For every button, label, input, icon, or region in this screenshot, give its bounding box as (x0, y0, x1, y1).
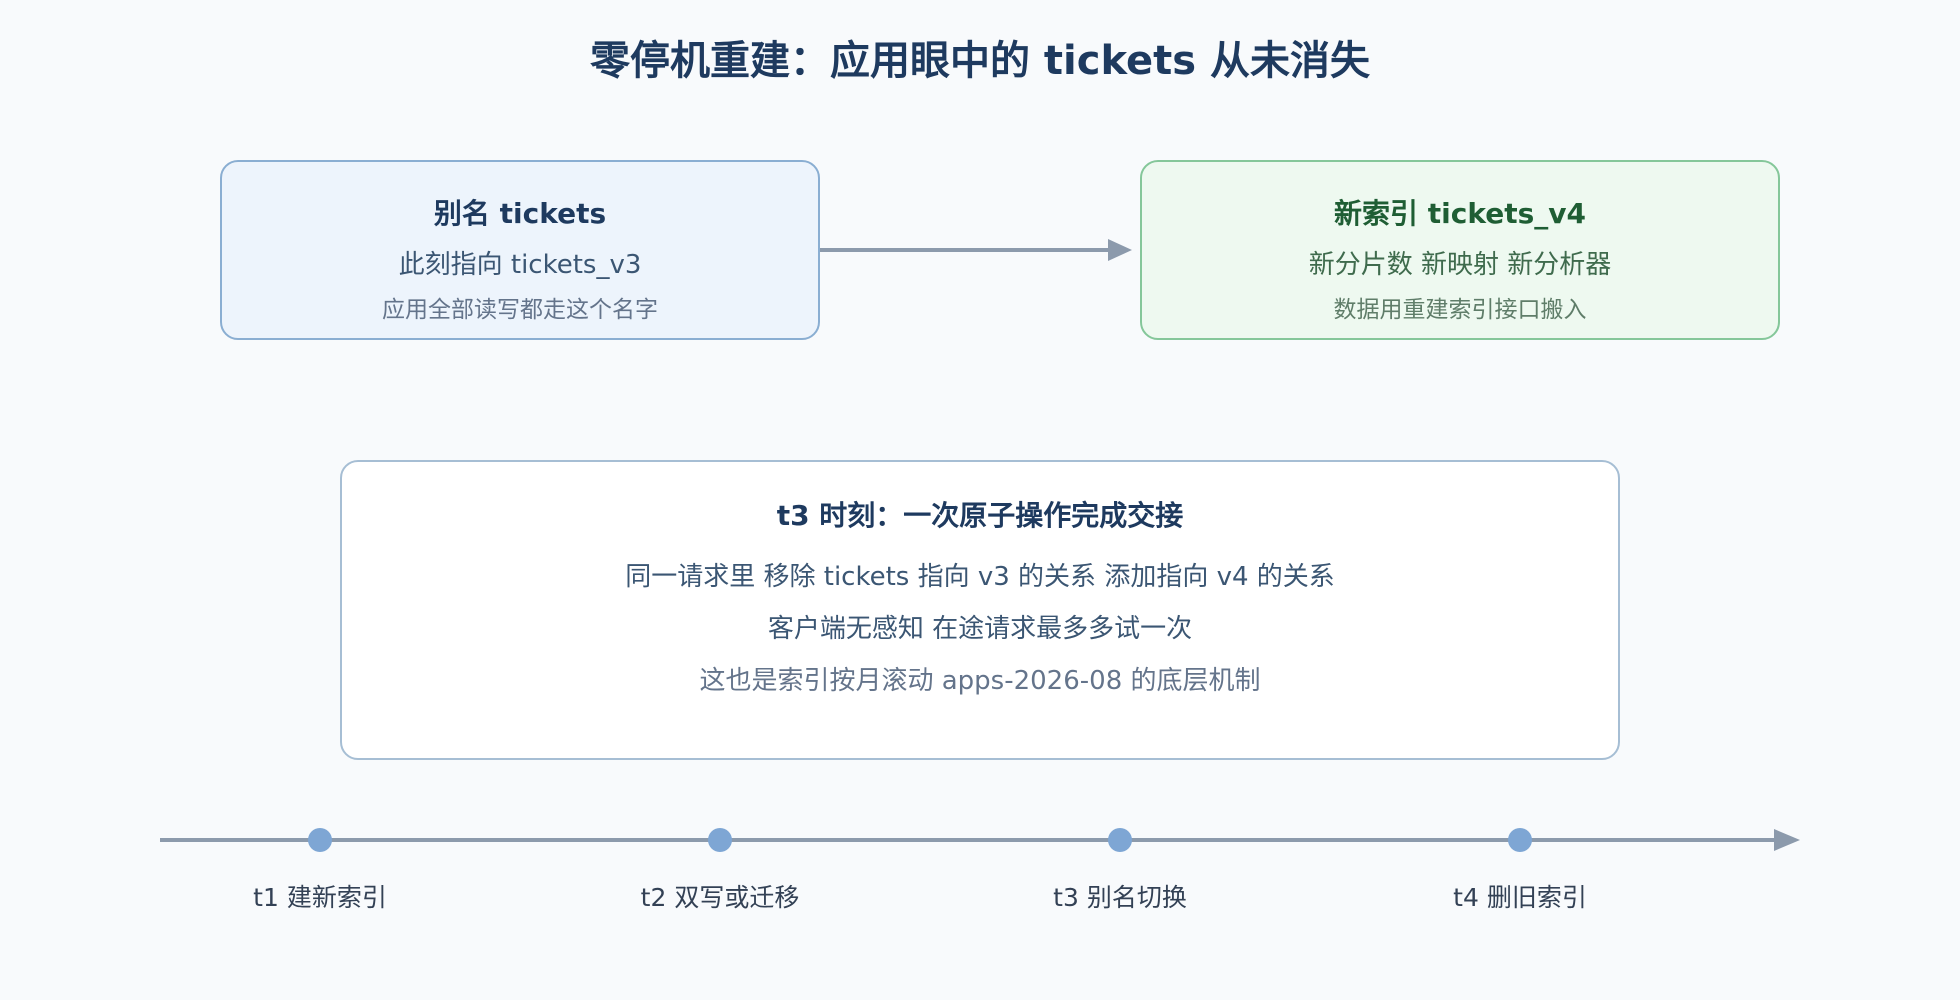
new-index-box-title: 新索引 tickets_v4 (1334, 197, 1586, 230)
alias-box-note: 应用全部读写都走这个名字 (382, 297, 658, 323)
atomic-swap-title: t3 时刻：一次原子操作完成交接 (776, 499, 1184, 532)
timeline-dots (308, 828, 1532, 852)
alias-to-new-index-arrow (820, 239, 1132, 261)
timeline-step-label: t4 删旧索引 (1453, 883, 1587, 912)
atomic-swap-box: t3 时刻：一次原子操作完成交接 同一请求里 移除 tickets 指向 v3 … (340, 460, 1620, 760)
timeline-dot (308, 828, 332, 852)
new-index-box-line: 新分片数 新映射 新分析器 (1308, 250, 1612, 280)
timeline-dot (1108, 828, 1132, 852)
new-index-box: 新索引 tickets_v4 新分片数 新映射 新分析器 数据用重建索引接口搬入 (1140, 160, 1780, 340)
atomic-swap-line-3: 这也是索引按月滚动 apps-2026-08 的底层机制 (699, 666, 1261, 696)
alias-box-line: 此刻指向 tickets_v3 (398, 250, 642, 280)
diagram-title: 零停机重建：应用眼中的 tickets 从未消失 (590, 38, 1370, 84)
arrow-head (1108, 239, 1132, 261)
new-index-box-note: 数据用重建索引接口搬入 (1333, 297, 1587, 323)
timeline-step-label: t2 双写或迁移 (640, 883, 800, 912)
timeline-dot (1508, 828, 1532, 852)
timeline-arrow-head (1774, 829, 1800, 851)
atomic-swap-line-2: 客户端无感知 在途请求最多多试一次 (767, 614, 1193, 644)
timeline-step-label: t3 别名切换 (1053, 883, 1187, 912)
timeline-dot (708, 828, 732, 852)
timeline-axis (160, 829, 1800, 851)
atomic-swap-line-1: 同一请求里 移除 tickets 指向 v3 的关系 添加指向 v4 的关系 (625, 562, 1335, 592)
timeline-step-label: t1 建新索引 (253, 883, 387, 912)
alias-box-title: 别名 tickets (433, 197, 607, 230)
alias-box: 别名 tickets 此刻指向 tickets_v3 应用全部读写都走这个名字 (220, 160, 820, 340)
